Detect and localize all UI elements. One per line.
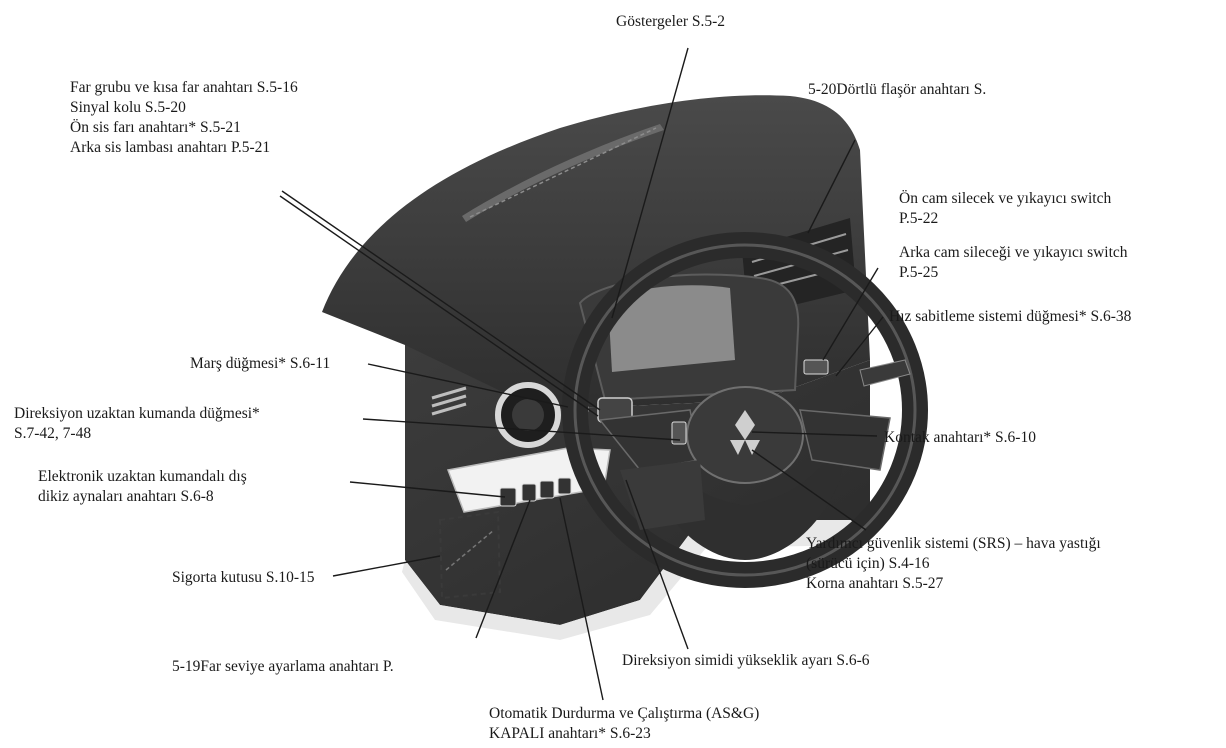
label-front-wiper: Ön cam silecek ve yıkayıcı switch P.5-22 <box>899 189 1111 229</box>
label-mirror-switch-line2: dikiz aynaları anahtarı S.6-8 <box>38 488 214 505</box>
label-gauges: Göstergeler S.5-2 <box>616 13 726 30</box>
label-steering-remote-line2: S.7-42, 7-48 <box>14 425 92 442</box>
label-headlight-level: 5-19Far seviye ayarlama anahtarı P. <box>172 658 394 675</box>
label-steering-remote-line1: Direksiyon uzaktan kumanda düğmesi* <box>14 405 260 422</box>
asg-switch <box>539 480 555 499</box>
brand-emblem-icon <box>735 410 755 440</box>
steering-column <box>620 460 705 530</box>
label-front-wiper-line1: Ön cam silecek ve yıkayıcı switch <box>899 190 1112 207</box>
label-steering-tilt: Direksiyon simidi yükseklik ayarı S.6-6 <box>622 652 870 669</box>
fuse-box-outline <box>438 510 502 600</box>
label-fuse-box: Sigorta kutusu S.10-15 <box>172 569 315 586</box>
label-horn: Korna anahtarı S.5-27 <box>806 575 944 592</box>
label-cruise-control: Hız sabitleme sistemi düğmesi* S.6-38 <box>889 308 1132 325</box>
steering-wheel <box>562 232 928 588</box>
label-srs-line2: (sürücü için) S.4-16 <box>806 555 930 572</box>
lower-trim <box>402 520 870 640</box>
label-srs-line1: Yardımcı güvenlik sistemi (SRS) – hava y… <box>806 535 1101 552</box>
label-headlight-group: Far grubu ve kısa far anahtarı S.5-16 Si… <box>70 78 298 158</box>
label-rear-wiper: Arka cam sileceği ve yıkayıcı switch P.5… <box>899 243 1128 283</box>
label-mirror-switch: Elektronik uzaktan kumandalı dış dikiz a… <box>38 467 247 507</box>
label-headlight-switch: Far grubu ve kısa far anahtarı S.5-16 <box>70 79 298 96</box>
left-air-vent <box>431 386 467 416</box>
label-asg-line2: KAPALI anahtarı* S.6-23 <box>489 725 651 742</box>
label-rear-wiper-line2: P.5-25 <box>899 264 939 281</box>
label-mirror-switch-line1: Elektronik uzaktan kumandalı dış <box>38 468 247 485</box>
label-srs-airbag: Yardımcı güvenlik sistemi (SRS) – hava y… <box>806 534 1101 594</box>
label-front-wiper-line2: P.5-22 <box>899 210 939 227</box>
defroster-vent-slats <box>469 127 657 218</box>
label-steering-remote: Direksiyon uzaktan kumanda düğmesi* S.7-… <box>14 404 260 444</box>
label-rear-fog: Arka sis lambası anahtarı P.5-21 <box>70 139 271 156</box>
leader-lines <box>279 47 884 701</box>
label-turn-signal: Sinyal kolu S.5-20 <box>70 99 186 116</box>
label-rear-wiper-line1: Arka cam sileceği ve yıkayıcı switch <box>899 244 1128 261</box>
headlight-level-switch <box>521 483 537 502</box>
label-asg: Otomatik Durdurma ve Çalıştırma (AS&G) K… <box>489 704 759 744</box>
gauge-screen <box>608 285 735 372</box>
label-front-fog: Ön sis farı anahtarı* S.5-21 <box>70 119 241 136</box>
label-start-button: Marş düğmesi* S.6-11 <box>190 355 331 372</box>
label-asg-line1: Otomatik Durdurma ve Çalıştırma (AS&G) <box>489 705 760 722</box>
label-ignition: Kontak anahtarı* S.6-10 <box>884 429 1036 446</box>
label-hazard: 5-20Dörtlü flaşör anahtarı S. <box>808 81 987 98</box>
defroster-vent <box>462 124 664 222</box>
wiper-stalk <box>859 359 911 387</box>
